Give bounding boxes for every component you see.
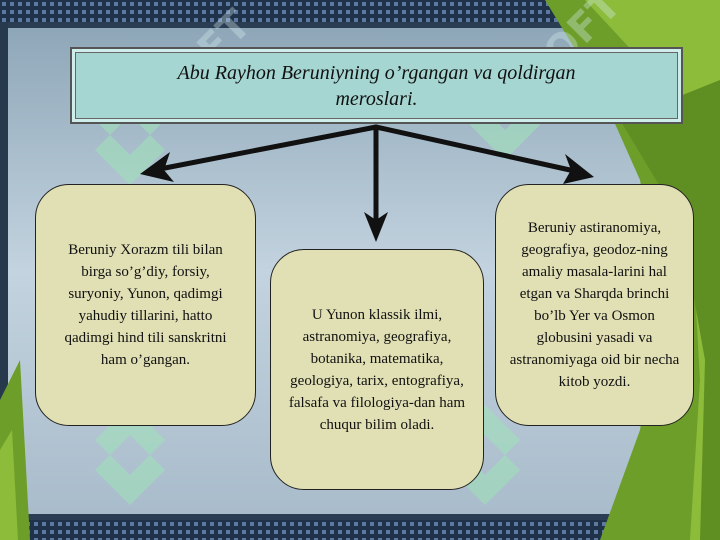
card-text: Beruniy Xorazm tili bilan birga so’g’diy… — [64, 242, 227, 368]
card-text: Beruniy astiranomiya, geografiya, geodoz… — [509, 220, 680, 390]
arrow-left — [162, 124, 379, 171]
card-astronomy: Beruniy astiranomiya, geografiya, geodoz… — [495, 184, 694, 426]
arrow-right — [373, 124, 573, 173]
arrow-down-head — [364, 212, 388, 242]
title-box: Abu Rayhon Beruniyning o’rgangan va qold… — [70, 47, 683, 124]
card-sciences: U Yunon klassik ilmi, astranomiya, geogr… — [270, 249, 484, 490]
card-text: U Yunon klassik ilmi, astranomiya, geogr… — [288, 306, 466, 433]
card-languages: Beruniy Xorazm tili bilan birga so’g’diy… — [35, 184, 256, 426]
arrow-right-head — [563, 154, 594, 184]
page-title: Abu Rayhon Beruniyning o’rgangan va qold… — [177, 61, 576, 110]
arrow-left-head — [140, 152, 174, 182]
